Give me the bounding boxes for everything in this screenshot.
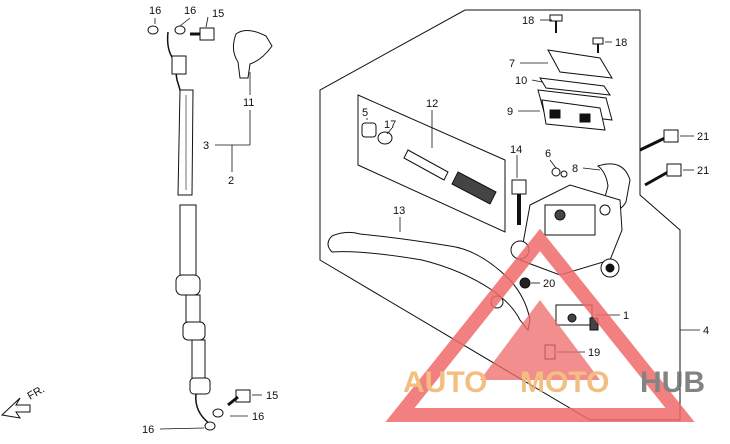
inner-box-12	[357, 94, 506, 233]
callout-6: 6	[545, 148, 551, 160]
callout-20: 20	[543, 278, 555, 290]
callout-18b: 18	[615, 37, 627, 49]
bolt-15-top	[190, 27, 215, 41]
watermark-inner-triangle	[480, 300, 600, 380]
bolts-21	[639, 129, 682, 187]
callout-12: 12	[426, 98, 438, 110]
watermark-triangle	[385, 228, 695, 422]
watermark-moto: MOTO	[520, 366, 609, 399]
clip-6	[551, 167, 568, 178]
callout-3: 3	[203, 140, 209, 152]
callout-16c: 16	[142, 424, 154, 436]
watermark-hub: HUB	[640, 366, 705, 399]
callout-16b: 16	[184, 5, 196, 17]
nut-20	[519, 277, 531, 289]
switch-1	[555, 304, 599, 331]
bolt-14	[511, 179, 527, 225]
watermark-auto: AUTO	[403, 366, 487, 399]
callout-7: 7	[509, 58, 515, 70]
brake-hose	[147, 25, 224, 431]
boot-cap-11	[232, 30, 273, 79]
piston-kit-12	[361, 122, 497, 205]
callout-15b: 15	[266, 390, 278, 402]
callout-9: 9	[507, 106, 513, 118]
callout-4: 4	[703, 325, 709, 337]
callout-labels: 16 16 15 11 3 2 15 16 16 18 18 7 10 9 12…	[26, 5, 710, 436]
callout-1: 1	[623, 310, 629, 322]
callout-5: 5	[362, 107, 368, 119]
callout-2: 2	[228, 175, 234, 187]
callout-16d: 16	[252, 411, 264, 423]
callout-10: 10	[515, 75, 527, 87]
front-marker-label: FR.	[26, 383, 47, 402]
callout-16a: 16	[149, 5, 161, 17]
callout-15a: 15	[212, 8, 224, 20]
callout-14: 14	[510, 144, 522, 156]
callout-21a: 21	[697, 131, 709, 143]
callout-8: 8	[572, 163, 578, 175]
callout-11: 11	[243, 97, 254, 109]
callout-18a: 18	[522, 15, 534, 27]
callout-17: 17	[384, 119, 396, 131]
screw-18	[549, 14, 604, 53]
bolt-15-bottom	[227, 389, 251, 407]
callout-13: 13	[393, 205, 405, 217]
callout-21b: 21	[697, 165, 709, 177]
watermark: AUTO MOTO HUB	[385, 228, 705, 422]
front-arrow	[0, 397, 31, 419]
callout-19: 19	[588, 347, 600, 359]
reservoir-parts	[537, 49, 613, 131]
